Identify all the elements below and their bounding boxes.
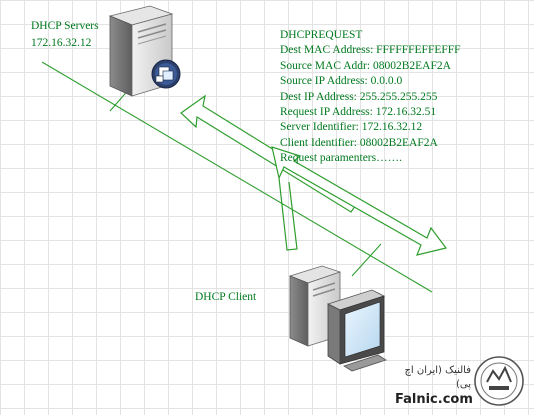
server-name-label: DHCP Servers [31,20,99,32]
request-arrow-outline [278,177,298,251]
server-ip-label: 172.16.32.12 [31,37,92,49]
client-connector [351,243,382,277]
request-arrow-to-client [271,146,448,256]
falnic-name-en: Falnic.com [395,392,473,407]
network-line [41,61,433,293]
packet-dest-ip: Dest IP Address: 255.255.255.255 [280,90,438,103]
client-name-label: DHCP Client [195,291,257,303]
dhcprequest-packet-details: DHCPREQUEST Dest MAC Address: FFFFFFEFFE… [280,28,461,167]
packet-source-ip: Source IP Address: 0.0.0.0 [280,75,403,88]
packet-request-parameters: Request paramenters……. [280,152,402,165]
packet-server-identifier: Server Identifier: 172.16.32.12 [280,121,423,134]
packet-type: DHCPREQUEST [280,29,363,41]
falnic-watermark: فالنیک (ایران اچ پی) Falnic.com [395,364,473,408]
falnic-name-fa: فالنیک (ایران اچ پی) [404,365,471,390]
packet-client-identifier: Client Identifier: 08002B2EAF2A [280,136,438,149]
packet-source-mac: Source MAC Addr: 08002B2EAF2A [280,59,451,72]
packet-request-ip: Request IP Address: 172.16.32.51 [280,106,437,119]
packet-dest-mac: Dest MAC Address: FFFFFFEFFEFFF [280,44,461,57]
